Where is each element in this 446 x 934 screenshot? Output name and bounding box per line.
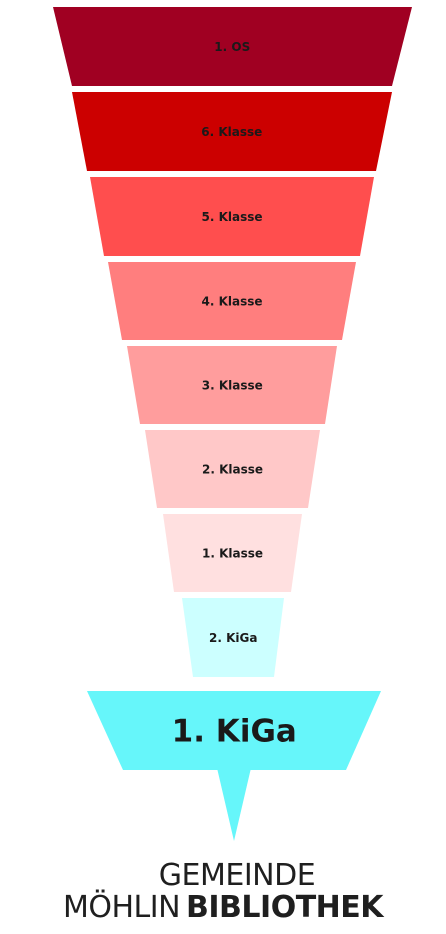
funnel-band-8 <box>87 691 381 770</box>
funnel-bands: 1. OS 6. Klasse 5. Klasse 4. Klasse 3. Klass… <box>53 7 412 770</box>
funnel-band-label-0: 1. OS <box>214 40 250 54</box>
funnel-band-6 <box>163 514 302 592</box>
funnel-band-2 <box>90 177 374 256</box>
funnel-band-label-3: 4. Klasse <box>201 294 262 308</box>
logo-word-bibliothek: BIBLIOTHEK <box>186 890 384 925</box>
funnel-band-0 <box>53 7 412 86</box>
logo-word-moehlin: MÖHLIN <box>62 890 181 925</box>
funnel-band-4 <box>127 346 337 424</box>
funnel-band-3 <box>108 262 356 340</box>
funnel-band-label-7: 2. KiGa <box>209 631 257 645</box>
funnel-band-label-5: 2. Klasse <box>202 462 263 476</box>
logo-line-gemeinde: GEMEINDE <box>158 858 316 893</box>
funnel-band-5 <box>145 430 320 508</box>
funnel-band-1 <box>72 92 392 171</box>
funnel-band-label-1: 6. Klasse <box>201 125 262 139</box>
funnel-spout <box>217 768 251 841</box>
funnel-band-label-4: 3. Klasse <box>202 378 263 392</box>
funnel-band-7 <box>182 598 284 677</box>
funnel-band-label-8: 1. KiGa <box>172 714 297 750</box>
funnel-band-label-6: 1. Klasse <box>202 546 263 560</box>
funnel-band-label-2: 5. Klasse <box>201 210 262 224</box>
